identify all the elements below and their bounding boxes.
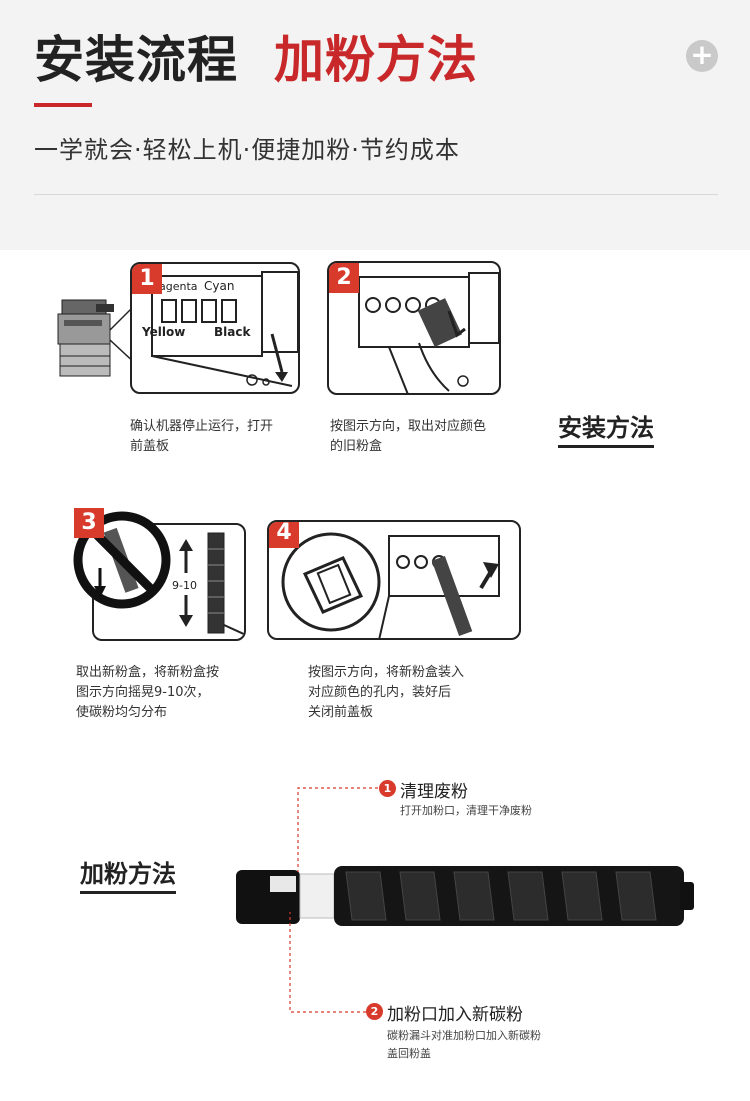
page-header: 安装流程 加粉方法 + 一学就会·轻松上机·便捷加粉·节约成本 bbox=[0, 0, 750, 250]
printer-icon bbox=[57, 299, 114, 377]
callout-leader-lines bbox=[289, 787, 378, 1013]
step-1-badge: 1 bbox=[132, 264, 162, 294]
cyan-label: Cyan bbox=[204, 279, 234, 293]
step-2-badge: 2 bbox=[329, 263, 359, 293]
step-3-badge: 3 bbox=[74, 508, 104, 538]
install-section-label: 安装方法 bbox=[558, 408, 654, 448]
step-2-illustration bbox=[358, 272, 499, 393]
step-2-panel: 2 bbox=[327, 261, 501, 395]
callout-1-desc: 打开加粉口，清理干净废粉 bbox=[400, 804, 532, 817]
callout-2-title: 加粉口加入新碳粉 bbox=[387, 1005, 523, 1025]
step-4-caption: 按图示方向，将新粉盒装入 对应颜色的孔内，装好后 关闭前盖板 bbox=[308, 665, 465, 720]
callout-2-desc: 碳粉漏斗对准加粉口加入新碳粉 盖回粉盖 bbox=[387, 1029, 541, 1060]
toner-cartridge-image bbox=[236, 866, 694, 926]
step-2-caption: 按图示方向，取出对应颜色 的旧粉盒 bbox=[330, 419, 487, 454]
prohibited-sign-icon bbox=[73, 511, 171, 609]
step-1-caption: 确认机器停止运行，打开 前盖板 bbox=[130, 419, 274, 454]
page-title-accent: 加粉方法 bbox=[274, 31, 478, 89]
black-label: Black bbox=[214, 325, 251, 339]
refill-section-label: 加粉方法 bbox=[80, 854, 176, 894]
page-subtitle: 一学就会·轻松上机·便捷加粉·节约成本 bbox=[34, 136, 460, 164]
header-divider bbox=[34, 194, 718, 195]
step-1-panel: agenta Cyan Yellow Black 1 bbox=[130, 262, 300, 394]
callout-2-number: 2 bbox=[366, 1003, 383, 1020]
step-4-panel: 4 bbox=[267, 520, 521, 640]
page-title: 安装流程 bbox=[34, 31, 238, 89]
step-1-illustration: agenta Cyan Yellow Black bbox=[141, 271, 298, 387]
step-3-caption: 取出新粉盒，将新粉盒按 图示方向摇晃9-10次， 使碳粉均匀分布 bbox=[76, 665, 220, 720]
yellow-label: Yellow bbox=[141, 325, 185, 339]
step-3-illustration: 9-10 bbox=[172, 532, 244, 636]
shake-count-label: 9-10 bbox=[172, 579, 197, 592]
expand-plus-button[interactable]: + bbox=[686, 40, 718, 72]
callout-1-title: 清理废粉 bbox=[400, 782, 468, 802]
step-4-badge: 4 bbox=[269, 522, 299, 548]
magenta-label: agenta bbox=[159, 280, 198, 293]
step-4-illustration bbox=[281, 532, 500, 638]
accent-underline bbox=[34, 103, 92, 107]
callout-1-number: 1 bbox=[379, 780, 396, 797]
